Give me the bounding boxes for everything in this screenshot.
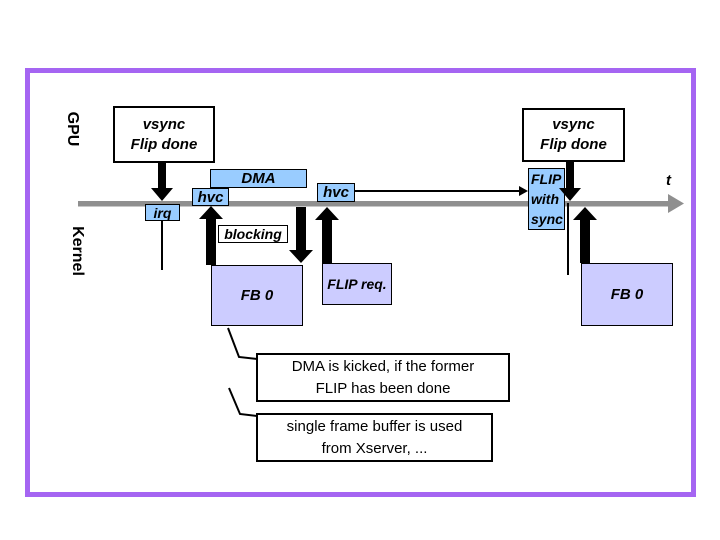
timeline-arrowhead-icon	[668, 194, 684, 213]
callout-line: single frame buffer is used	[286, 417, 463, 435]
vsync-label: vsync	[142, 115, 186, 133]
flip-req-box: FLIP req.	[322, 263, 392, 305]
sync-label: sync	[531, 211, 563, 227]
dma-box: DMA	[210, 169, 307, 188]
callout-connector-1	[227, 327, 258, 360]
t-axis-label: t	[666, 172, 671, 189]
callout-connector-2	[228, 387, 258, 417]
timeline-axis	[78, 201, 668, 207]
with-label: with	[531, 191, 559, 207]
vsync-to-timeline-arrow-right	[559, 162, 581, 201]
flipreq-to-hvc-arrow	[315, 207, 339, 263]
fb0-right-to-timeline-arrow	[573, 207, 597, 263]
hvc-to-flip-arrowhead-icon	[519, 186, 528, 196]
callout-dma-kicked: DMA is kicked, if the former FLIP has be…	[256, 353, 510, 402]
irq-box: irq	[145, 204, 180, 221]
vsync-flip-done-box-left: vsync Flip done	[113, 106, 215, 163]
fb0-box-right: FB 0	[581, 263, 673, 326]
vsync-flip-done-box-right: vsync Flip done	[522, 108, 625, 162]
hvc-box-2: hvc	[317, 183, 355, 202]
flip-done-label: Flip done	[130, 135, 198, 153]
fb0-box-left: FB 0	[211, 265, 303, 326]
slide-frame	[25, 68, 696, 497]
vsync-to-timeline-arrow-left	[151, 163, 173, 201]
flip-done-label: Flip done	[540, 136, 607, 153]
hvc-box-1: hvc	[192, 188, 229, 206]
flip-label: FLIP	[531, 171, 562, 187]
callout-line: DMA is kicked, if the former	[291, 357, 475, 375]
callout-line: FLIP has been done	[315, 379, 451, 397]
fb0-to-hvc-arrow	[199, 206, 223, 265]
blocking-box: blocking	[218, 225, 288, 243]
callout-line: from Xserver, ...	[321, 439, 428, 457]
flip-with-sync-box: FLIP with sync	[528, 168, 565, 230]
vsync-label: vsync	[552, 116, 595, 133]
dma-to-fb0-arrow	[289, 207, 313, 263]
callout-single-framebuffer: single frame buffer is used from Xserver…	[256, 413, 493, 462]
